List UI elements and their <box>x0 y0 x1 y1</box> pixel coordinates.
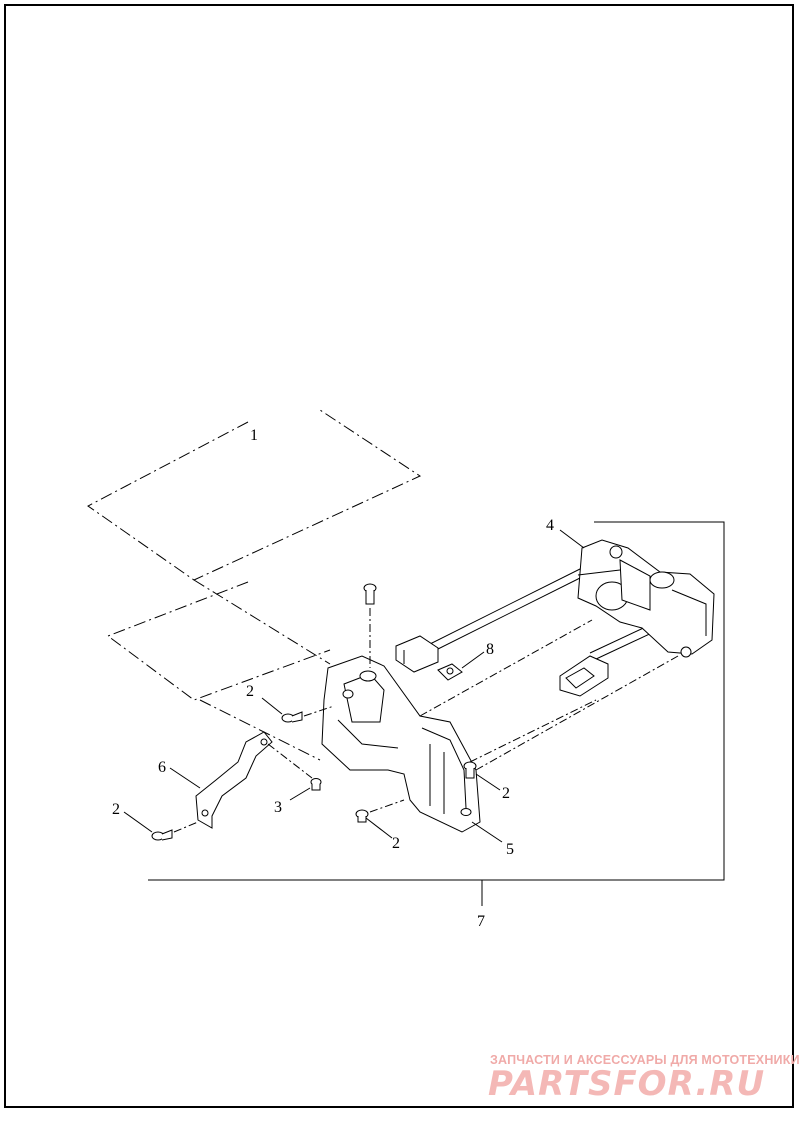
centerline-lower-left-screw <box>173 821 199 833</box>
leader-2-upper-left <box>261 697 283 715</box>
watermark-caption: ЗАПЧАСТИ И АКСЕССУАРЫ ДЛЯ МОТОТЕХНИКИ <box>490 1053 800 1067</box>
callout-5: 5 <box>506 841 514 858</box>
mounting-bracket-part-5 <box>321 655 481 833</box>
callout-1: 1 <box>250 427 258 444</box>
screw-2-lower-left <box>151 829 173 841</box>
callout-2-lower-left: 2 <box>112 801 120 818</box>
screw-top <box>363 583 377 605</box>
leader-8 <box>461 651 485 669</box>
phantom-outline-part-1 <box>87 409 422 761</box>
leader-2-lower-middle <box>365 817 393 839</box>
centerline-actuator <box>419 619 593 717</box>
callout-8: 8 <box>486 641 494 658</box>
callout-6: 6 <box>158 759 166 776</box>
leader-6 <box>169 767 201 789</box>
callout-2-upper-left: 2 <box>246 683 254 700</box>
leader-2-lower-left <box>123 811 153 833</box>
centerline-3 <box>267 743 313 779</box>
centerline-actuator-2 <box>475 655 679 771</box>
screw-2-upper-left <box>281 711 303 723</box>
clip-part-8 <box>437 663 463 681</box>
leader-4 <box>559 529 585 549</box>
connector-left <box>395 635 439 673</box>
callout-7: 7 <box>477 913 485 930</box>
screw-2-lower-middle <box>355 809 369 823</box>
assembly-bracket-line <box>148 521 725 881</box>
page-border <box>4 4 794 1108</box>
actuator-cables <box>417 567 657 661</box>
callout-2-right: 2 <box>502 785 510 802</box>
callout-4: 4 <box>546 517 554 534</box>
connector-right <box>559 655 609 697</box>
callout-2-lower-middle: 2 <box>392 835 400 852</box>
leader-5 <box>471 821 503 843</box>
leader-3 <box>289 787 311 801</box>
strap-bracket-part-6 <box>195 731 273 829</box>
callout-3: 3 <box>274 799 282 816</box>
centerline-right-screw <box>469 699 597 763</box>
actuator-part-4 <box>577 539 715 658</box>
screw-3 <box>310 778 322 791</box>
watermark-logo: PARTSFOR.RU <box>488 1064 766 1104</box>
centerline-lower-middle-screw <box>369 799 405 813</box>
leader-2-right <box>475 773 501 791</box>
centerline-upper-left-screw <box>303 705 335 717</box>
screw-2-right <box>463 761 477 779</box>
